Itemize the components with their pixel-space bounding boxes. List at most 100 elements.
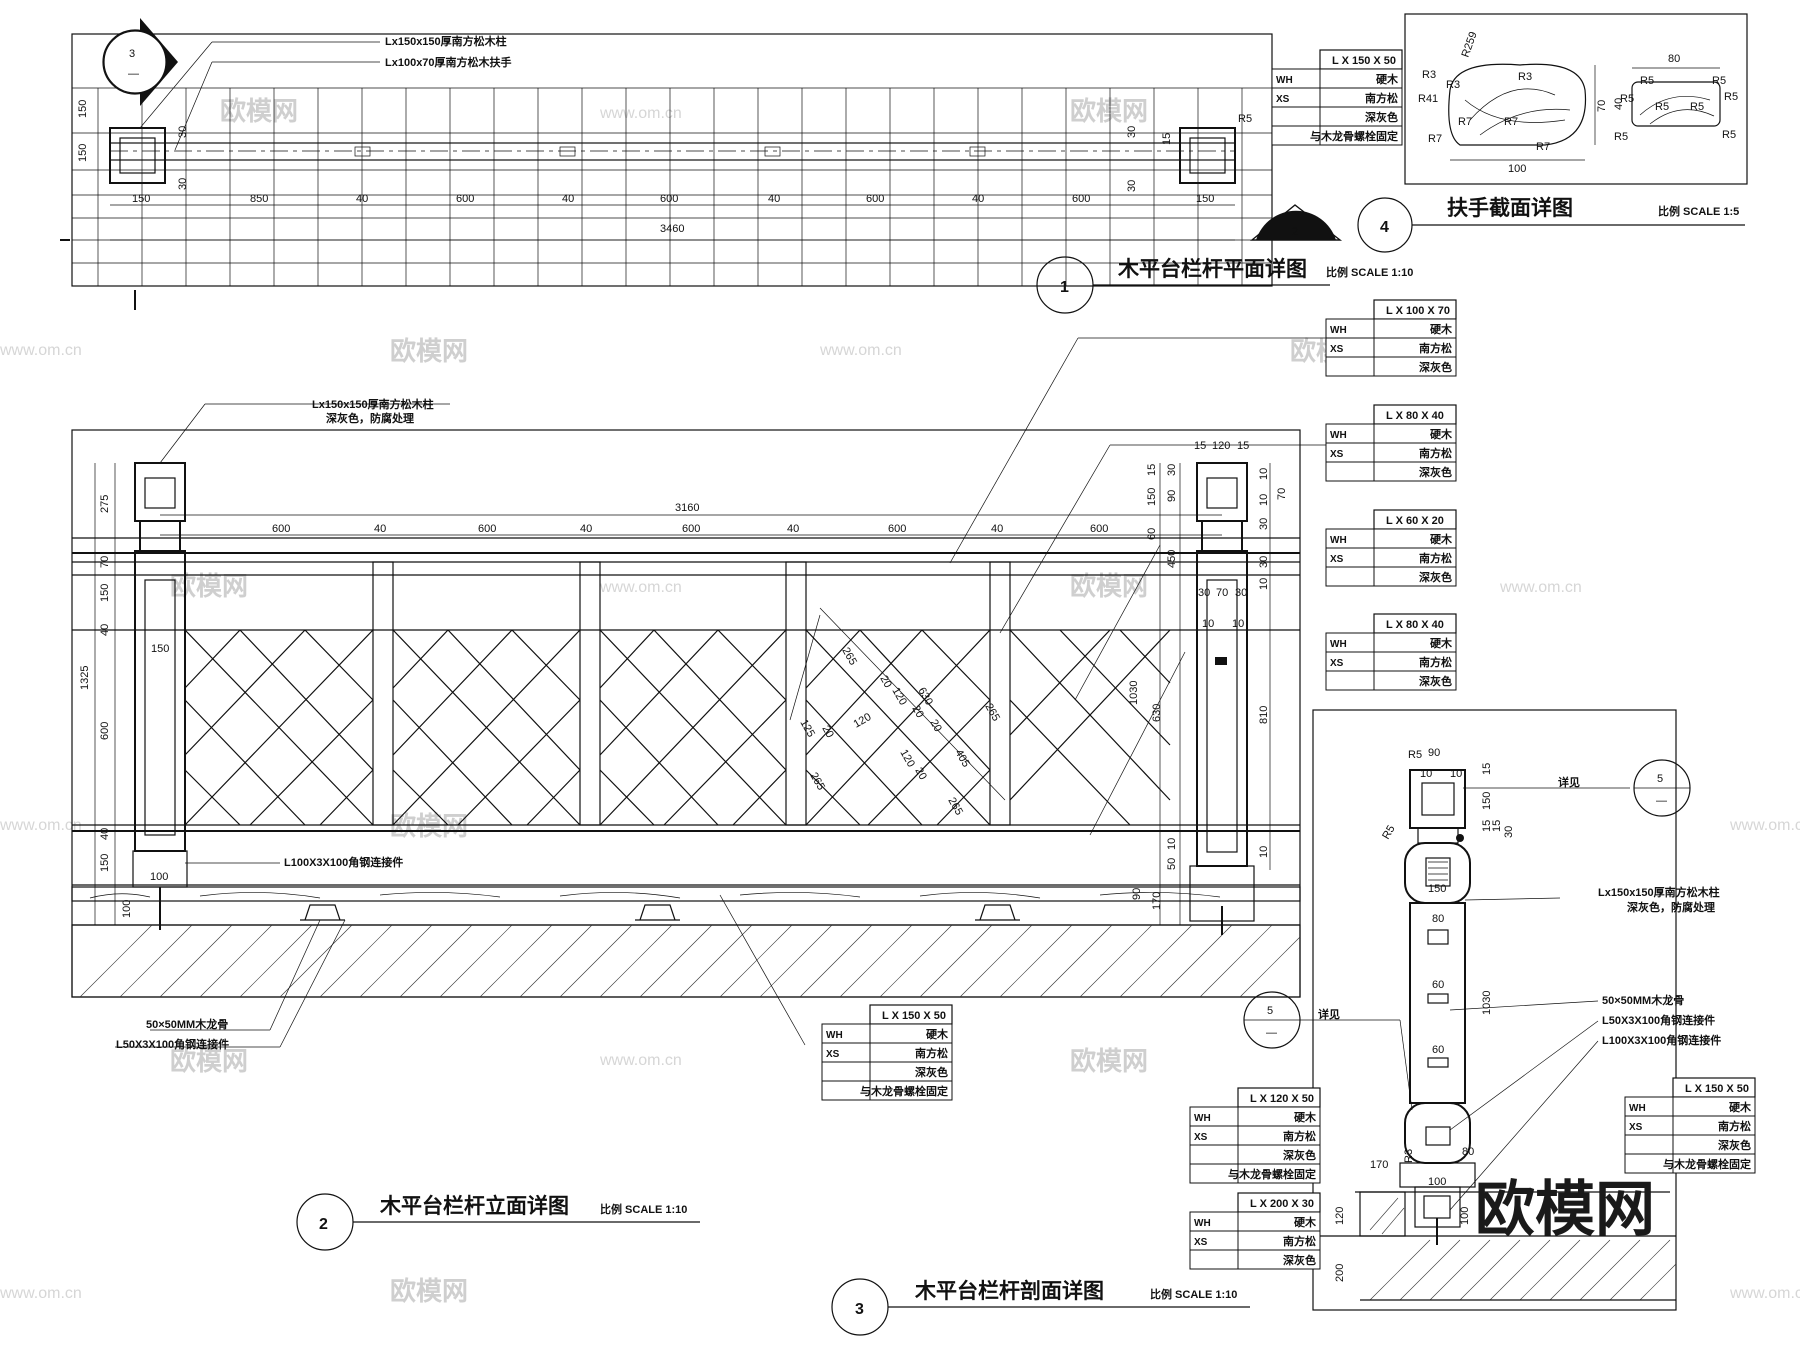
dim: 15 bbox=[1194, 440, 1206, 452]
section-see: 详见 bbox=[1558, 775, 1580, 789]
table-value: 硬木 bbox=[1430, 322, 1453, 336]
table-value: 南方松 bbox=[1419, 341, 1452, 355]
dim: 30 bbox=[1198, 587, 1210, 599]
joist-note: 50×50MM木龙骨 bbox=[146, 1017, 228, 1031]
elevation-view: 3160 600 40 600 40 600 40 600 40 600 275… bbox=[71, 337, 1330, 1251]
svg-text:120: 120 bbox=[897, 748, 917, 770]
plan-title-number: 1 bbox=[1060, 279, 1069, 296]
dim: 40 bbox=[562, 193, 574, 205]
dim: 30 bbox=[1166, 464, 1178, 476]
dim: 100 bbox=[1508, 163, 1526, 175]
balusters bbox=[372, 561, 1011, 826]
dim: 40 bbox=[768, 193, 780, 205]
table-value: 硬木 bbox=[1729, 1100, 1752, 1114]
handrail-profile-small bbox=[1631, 81, 1721, 127]
dim: 600 bbox=[99, 722, 111, 740]
dim: R7 bbox=[1504, 116, 1518, 128]
watermark-site: www.om.cn bbox=[0, 817, 82, 834]
elevation-title-number: 2 bbox=[319, 1216, 328, 1233]
dim: 10 bbox=[1258, 494, 1270, 506]
elevation-post-right bbox=[1189, 462, 1255, 935]
dim: 30 bbox=[1126, 180, 1138, 192]
dim: 150 bbox=[99, 584, 111, 602]
svg-text:15: 15 bbox=[1491, 820, 1503, 832]
table-value: 南方松 bbox=[1283, 1234, 1316, 1248]
watermark-logo: 欧模网 bbox=[390, 1276, 468, 1306]
dim: 810 bbox=[1258, 706, 1270, 724]
svg-text:—: — bbox=[1266, 1027, 1277, 1039]
svg-text:120: 120 bbox=[852, 711, 874, 731]
svg-text:405: 405 bbox=[952, 748, 972, 770]
table-value: 与木龙骨螺栓固定 bbox=[860, 1084, 948, 1098]
section-scale: 比例 SCALE 1:10 bbox=[1150, 1287, 1237, 1301]
dim: 15 bbox=[1237, 440, 1249, 452]
table-value: 与木龙骨螺栓固定 bbox=[1663, 1157, 1751, 1171]
section-post-note: Lx150x150厚南方松木柱 bbox=[1598, 885, 1720, 899]
section-concrete bbox=[1369, 1197, 1677, 1301]
dim: 15 bbox=[1146, 464, 1158, 476]
svg-text:15: 15 bbox=[1481, 763, 1493, 775]
table-value: 南方松 bbox=[1365, 91, 1398, 105]
table-header: L X 100 X 70 bbox=[1386, 305, 1450, 317]
brand-logo: 欧模网 bbox=[1475, 1176, 1655, 1243]
dim: 600 bbox=[866, 193, 884, 205]
dim: 100 bbox=[150, 871, 168, 883]
elevation-scale: 比例 SCALE 1:10 bbox=[600, 1202, 687, 1216]
dim: 600 bbox=[888, 523, 906, 535]
dim: 70 bbox=[1276, 488, 1288, 500]
elevation-title: 木平台栏杆立面详图 bbox=[379, 1194, 569, 1218]
dim: 1030 bbox=[1128, 681, 1140, 705]
dim: R7 bbox=[1428, 133, 1442, 145]
table-value: 硬木 bbox=[1430, 532, 1453, 546]
table-header: L X 150 X 50 bbox=[1685, 1083, 1749, 1095]
angle-note-2: L50X3X100角钢连接件 bbox=[116, 1037, 229, 1051]
watermark-site: www.om.cn bbox=[599, 579, 682, 596]
svg-text:100: 100 bbox=[1428, 1176, 1446, 1188]
svg-text:125: 125 bbox=[797, 718, 817, 740]
table-header: L X 80 X 40 bbox=[1386, 619, 1444, 631]
svg-text:R3: R3 bbox=[1403, 1149, 1415, 1163]
dim: R5 bbox=[1724, 91, 1738, 103]
plan-note-handrail: Lx100x70厚南方松木扶手 bbox=[385, 55, 512, 69]
dim: R3 bbox=[1446, 79, 1460, 91]
watermark-logo: 欧模网 bbox=[390, 336, 468, 366]
dim: 40 bbox=[99, 624, 111, 636]
table-code: WH bbox=[1194, 1218, 1211, 1229]
dim: R5 bbox=[1614, 131, 1628, 143]
dim: 150 bbox=[151, 643, 169, 655]
table-value: 深灰色 bbox=[1283, 1253, 1316, 1267]
svg-text:100: 100 bbox=[1459, 1207, 1471, 1225]
watermark-site: www.om.cn bbox=[599, 1052, 682, 1069]
dim: 450 bbox=[1166, 550, 1178, 568]
lattice-dims: 265 20 120 20 630 20 265 125 20 120 265 … bbox=[789, 607, 1006, 817]
table-value: 硬木 bbox=[1430, 636, 1453, 650]
section-title: 木平台栏杆剖面详图 bbox=[914, 1279, 1104, 1303]
dim: 40 bbox=[356, 193, 368, 205]
dim: 600 bbox=[272, 523, 290, 535]
table-code: XS bbox=[1629, 1122, 1643, 1133]
dim: 30 bbox=[1258, 556, 1270, 568]
dim: 10 bbox=[1258, 468, 1270, 480]
table-code: XS bbox=[1194, 1132, 1208, 1143]
dim: 40 bbox=[972, 193, 984, 205]
table-header: L X 120 X 50 bbox=[1250, 1093, 1314, 1105]
dim: 30 bbox=[1235, 587, 1247, 599]
dim: R5 bbox=[1620, 93, 1634, 105]
watermark-site: www.om.cn bbox=[1729, 817, 1800, 834]
table-code: XS bbox=[1330, 344, 1344, 355]
table-header: L X 60 X 20 bbox=[1386, 515, 1444, 527]
elevation-post-left bbox=[132, 462, 188, 930]
svg-text:150: 150 bbox=[1481, 792, 1493, 810]
dim-total: 3160 bbox=[675, 502, 699, 514]
svg-text:20: 20 bbox=[877, 674, 894, 691]
section-title-number: 3 bbox=[855, 1301, 864, 1318]
table-value: 硬木 bbox=[926, 1027, 949, 1041]
table-value: 南方松 bbox=[1419, 551, 1452, 565]
dim: 90 bbox=[1131, 888, 1143, 900]
